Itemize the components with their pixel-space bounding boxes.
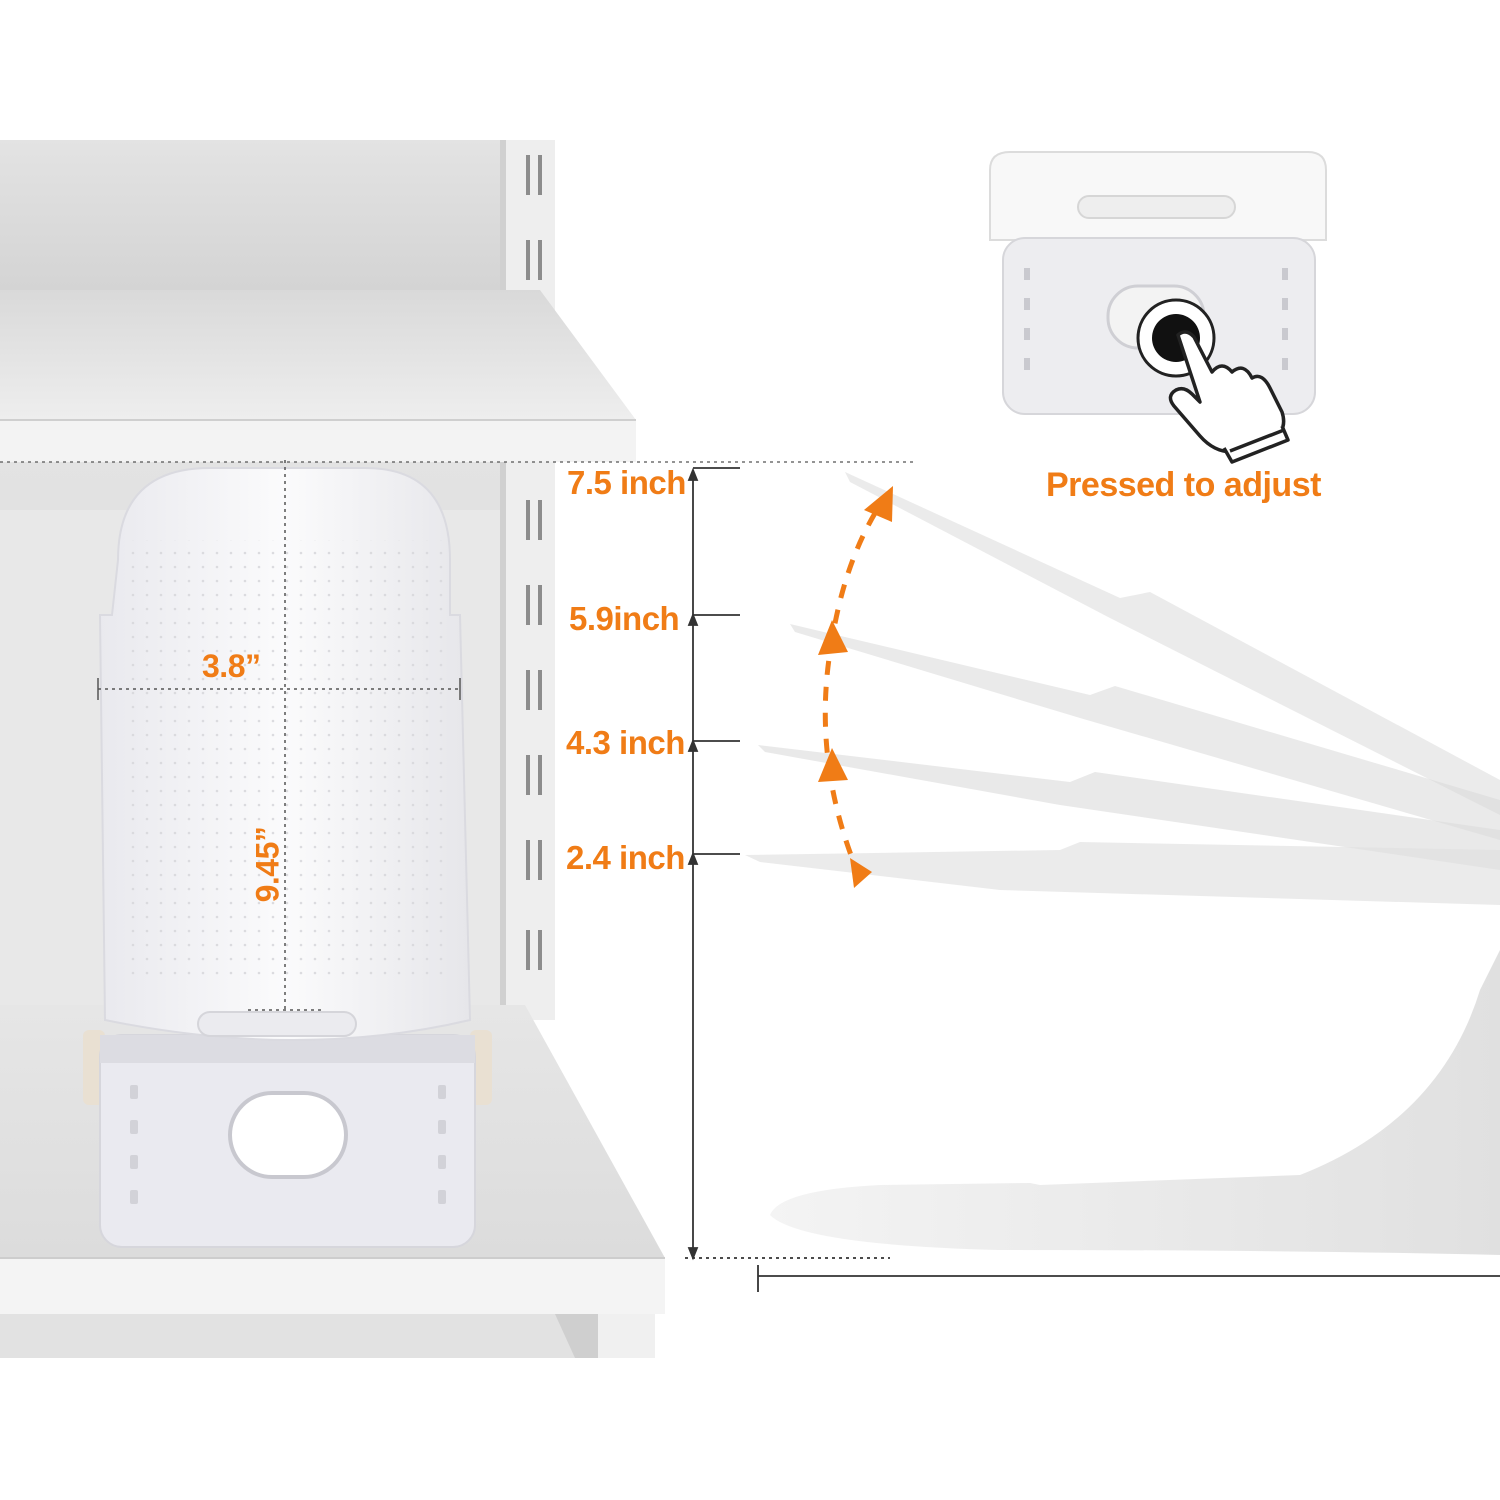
shoe-slot-product	[83, 467, 492, 1248]
profile-4-3-inch	[758, 745, 1500, 870]
arrowhead-4	[864, 486, 893, 522]
profile-2-4-inch	[745, 842, 1500, 905]
length-dimension-label: 9.45”	[249, 826, 286, 903]
arrowhead-1	[850, 858, 872, 888]
press-caption: Pressed to adjust	[1046, 466, 1321, 504]
cabinet-back-wall-top	[0, 140, 555, 290]
height-label-2-4: 2.4 inch	[566, 839, 685, 876]
arrowhead-2	[818, 748, 848, 782]
upper-shelf-top	[0, 290, 636, 420]
arrowhead-3	[818, 620, 848, 655]
side-profiles	[745, 472, 1500, 1255]
profile-7-5-inch	[845, 472, 1500, 815]
height-label-7-5: 7.5 inch	[567, 464, 686, 501]
press-inset	[989, 151, 1327, 464]
upright-slots	[526, 155, 542, 970]
height-label-4-3: 4.3 inch	[566, 724, 685, 761]
profile-5-9-inch	[790, 624, 1500, 840]
height-label-5-9: 5.9inch	[569, 600, 680, 637]
height-scale	[0, 461, 1500, 1292]
profile-base	[770, 950, 1500, 1255]
lower-shelf-front	[0, 1258, 665, 1314]
dimension-lines	[97, 460, 461, 1011]
pointing-hand-icon	[1168, 330, 1290, 464]
width-dimension-label: 3.8”	[202, 648, 261, 684]
adjust-arrow	[818, 486, 893, 888]
upper-shelf-front	[0, 420, 636, 462]
handle-hole	[228, 1091, 348, 1179]
